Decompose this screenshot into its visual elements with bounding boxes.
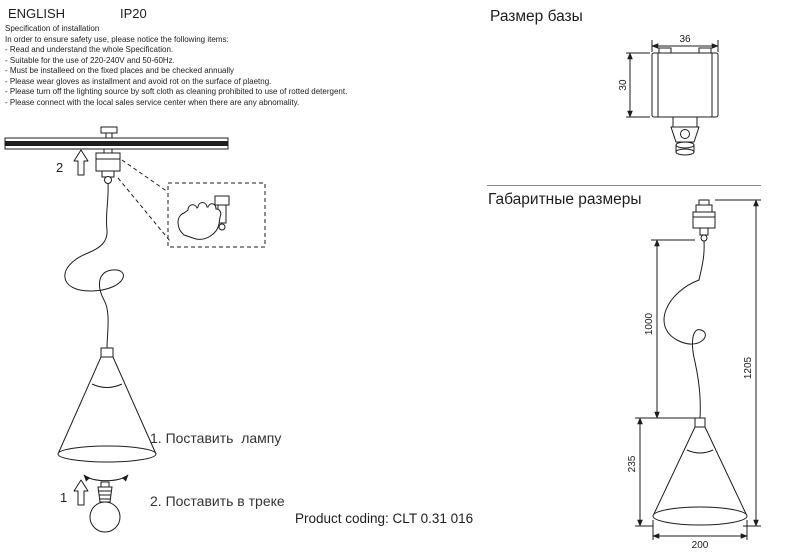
- dim-total-height: 1205: [715, 199, 761, 527]
- overall-dimension-drawing: 1205 1000 235 200: [627, 199, 761, 551]
- spec-item: - Read and understand the whole Specific…: [5, 45, 174, 54]
- dim-cord-length: 1000: [644, 239, 695, 419]
- svg-text:1000: 1000: [644, 312, 655, 335]
- spec-item: - Please connect with the local sales se…: [5, 97, 300, 107]
- power-cord: [663, 240, 706, 419]
- callout-leader-top: [121, 159, 169, 193]
- svg-text:36: 36: [679, 34, 691, 45]
- spec-title: Specification of installation: [5, 24, 100, 33]
- dim-shade-diameter: 200: [652, 520, 748, 551]
- spec-item: - Please turn off the lighting source by…: [5, 87, 348, 96]
- section-divider: [487, 185, 761, 186]
- step-2-marker: 2: [56, 149, 89, 176]
- track-adapter: [95, 126, 121, 184]
- cone-shade: [57, 347, 157, 463]
- svg-text:30: 30: [618, 79, 629, 91]
- track-connector: [692, 199, 716, 242]
- base-body: [651, 47, 719, 156]
- up-arrow-icon: [73, 149, 89, 176]
- dim-width: 36: [651, 34, 719, 52]
- svg-text:1205: 1205: [743, 356, 754, 379]
- hand-inset: [177, 195, 230, 240]
- svg-text:1: 1: [60, 490, 67, 505]
- base-size-title: Размер базы: [490, 8, 583, 25]
- step-1-marker: 1: [60, 479, 89, 506]
- spec-intro: In order to ensure safety use, please no…: [5, 34, 229, 44]
- power-cord: [64, 182, 124, 349]
- base-dimension-drawing: 36 30: [618, 34, 719, 156]
- step-2-text: 2. Поставить в треке: [150, 493, 285, 509]
- callout-leader-bottom: [117, 177, 171, 242]
- svg-text:2: 2: [56, 160, 63, 175]
- rotate-arrow-icon: [83, 474, 129, 482]
- specification-text: Specification of installation In order t…: [5, 24, 475, 108]
- installation-diagram: 2 1: [4, 126, 266, 533]
- light-bulb: [89, 481, 121, 533]
- spec-item: - Please wear gloves as installment and …: [5, 76, 272, 86]
- spec-item: - Suitable for the use of 220-240V and 5…: [5, 55, 175, 65]
- step-1-text: 1. Поставить лампу: [150, 430, 282, 446]
- track-rail: [4, 137, 229, 150]
- dim-height: 30: [618, 52, 650, 118]
- up-arrow-icon: [73, 479, 89, 506]
- language-label: ENGLISH: [8, 6, 66, 21]
- cone-shade: [652, 417, 748, 526]
- svg-text:200: 200: [692, 540, 709, 551]
- install-steps: 1. Поставить лампу 2. Поставить в треке: [150, 386, 285, 533]
- dim-shade-height: 235: [627, 417, 695, 527]
- product-coding: Product coding: CLT 0.31 016: [295, 511, 474, 526]
- hand-icon: [177, 202, 222, 240]
- ip-rating-label: IP20: [120, 6, 147, 21]
- overall-size-title: Габаритные размеры: [488, 191, 642, 208]
- spec-item: - Must be installeed on the fixed places…: [5, 66, 235, 75]
- svg-text:235: 235: [627, 455, 638, 472]
- callout-box: [167, 182, 266, 248]
